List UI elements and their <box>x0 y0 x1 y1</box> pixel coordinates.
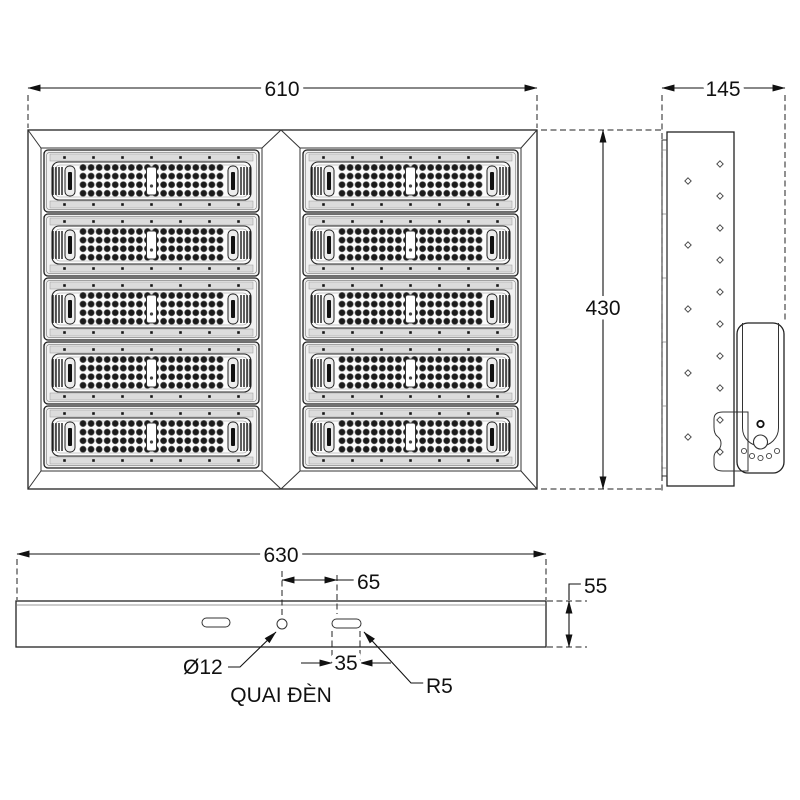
dimensions: 610 145 430 630 65 35 55 <box>16 74 786 712</box>
dim-bottom-height-label: 55 <box>584 575 607 598</box>
module-center-marker <box>405 166 416 196</box>
module-center-marker <box>405 294 416 324</box>
screw-mark <box>716 160 724 168</box>
screw-mark <box>684 177 692 185</box>
screw-mark <box>716 256 724 264</box>
dim-front-width-label: 610 <box>264 78 299 101</box>
led-module <box>43 213 260 277</box>
led-module <box>302 149 519 213</box>
module-center-marker <box>405 422 416 452</box>
leader-slot-radius <box>363 631 425 684</box>
dim-bottom-length-label: 630 <box>263 544 298 567</box>
hole-diameter-label: Ø12 <box>183 656 223 679</box>
side-angle-adjust-holes <box>740 447 781 462</box>
module-center-marker <box>146 166 157 196</box>
side-mounting-yoke <box>736 322 785 474</box>
side-pivot-hole <box>752 434 769 450</box>
dim-side-depth-label: 145 <box>705 78 740 101</box>
front-housing-outline <box>27 129 538 490</box>
screw-mark <box>716 320 724 328</box>
dim-front-height-label: 430 <box>585 297 620 320</box>
dim-hole-offset-label: 65 <box>357 571 380 594</box>
slot-radius-label: R5 <box>426 675 453 698</box>
screw-mark <box>684 305 692 313</box>
screw-mark <box>716 384 724 392</box>
front-view <box>27 129 538 490</box>
leader-55 <box>568 583 581 600</box>
handle-annotation-label: QUAI ĐÈN <box>230 684 332 707</box>
led-module <box>43 341 260 405</box>
module-center-marker <box>146 230 157 260</box>
screw-mark <box>716 224 724 232</box>
screw-mark <box>716 352 724 360</box>
front-left-opening <box>40 147 263 472</box>
led-module <box>43 149 260 213</box>
led-module <box>43 277 260 341</box>
dim-slot-length-label: 35 <box>334 652 357 675</box>
bottom-body-outline <box>15 600 547 648</box>
bottom-slot-right <box>331 618 362 629</box>
leader-hole-diameter <box>228 631 277 668</box>
side-strip-notches <box>662 149 667 469</box>
led-module <box>302 405 519 469</box>
bottom-slot-left <box>201 617 231 628</box>
bottom-view <box>15 600 547 648</box>
side-screws <box>684 160 724 456</box>
screw-mark <box>716 192 724 200</box>
side-view <box>661 131 785 487</box>
screw-mark <box>684 369 692 377</box>
screw-mark <box>716 288 724 296</box>
front-modules <box>43 149 519 469</box>
led-module <box>43 405 260 469</box>
side-lens-strip <box>661 139 668 477</box>
screw-mark <box>716 416 724 424</box>
bottom-handle-hole <box>276 618 288 630</box>
screw-mark <box>684 433 692 441</box>
side-lock-bolt <box>756 419 765 429</box>
module-center-marker <box>146 294 157 324</box>
module-center-marker <box>146 358 157 388</box>
module-center-marker <box>146 422 157 452</box>
side-body-outline <box>666 131 735 487</box>
module-center-marker <box>405 358 416 388</box>
side-bracket-plate <box>713 411 749 472</box>
module-center-marker <box>405 230 416 260</box>
front-corner-bevels <box>27 129 538 490</box>
screw-mark <box>684 241 692 249</box>
led-module <box>302 341 519 405</box>
led-module <box>302 213 519 277</box>
front-right-opening <box>299 147 522 472</box>
led-module <box>302 277 519 341</box>
